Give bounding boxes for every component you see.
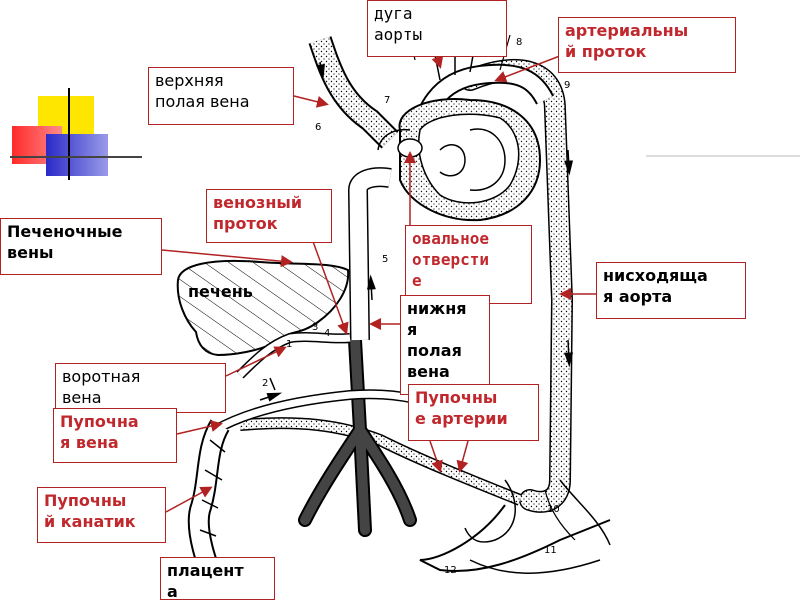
number-8: 8: [516, 37, 522, 48]
label-text: вена: [62, 388, 102, 407]
label-text: дуга: [374, 4, 413, 23]
label-text: Пупочна: [60, 412, 139, 431]
decor-right-line: [646, 155, 800, 157]
structure-numbers: 1 2 3 4 5 6 7 8 9 10 11 12: [262, 37, 570, 576]
label-text: артериальны: [565, 21, 689, 40]
label-text: е: [412, 271, 422, 290]
label-pointers: [161, 53, 596, 513]
label-ductus-venosus: венозный проток: [206, 189, 332, 243]
number-3: 3: [312, 322, 318, 333]
label-portal-vein: воротная вена: [55, 363, 226, 413]
number-2: 2: [262, 378, 268, 389]
number-9: 9: [564, 80, 570, 91]
label-placenta: плацент а: [160, 557, 275, 600]
label-text: Пупочны: [415, 388, 498, 407]
decor-vertical-line: [68, 88, 70, 180]
label-text: я аорта: [603, 287, 673, 306]
number-1: 1: [286, 339, 292, 350]
number-10: 10: [547, 504, 560, 515]
label-text: я вена: [60, 433, 119, 452]
number-7: 7: [384, 95, 390, 106]
label-text: отверсти: [412, 250, 490, 269]
label-text: й канатик: [44, 512, 136, 531]
decor-horizontal-line: [10, 156, 142, 158]
label-text: аорты: [374, 25, 423, 44]
label-umbilical-cord: Пупочны й канатик: [37, 487, 166, 543]
label-text: е артерии: [415, 409, 508, 428]
label-text: овальное: [412, 229, 490, 248]
label-text: а: [167, 582, 178, 600]
number-6: 6: [315, 122, 321, 133]
label-text: я: [407, 320, 418, 339]
label-text: Пупочны: [44, 491, 127, 510]
heart: [377, 98, 542, 222]
number-4: 4: [324, 328, 330, 339]
decor-blue-square: [46, 134, 108, 176]
label-foramen-ovale: овальное отверсти е: [405, 225, 532, 304]
label-hepatic-veins: Печеночные вены: [0, 218, 162, 275]
flow-arrows: [259, 61, 574, 402]
label-text: Печеночные: [7, 222, 123, 241]
number-12: 12: [444, 565, 457, 576]
umbilical-artery: [419, 504, 611, 572]
label-text: плацент: [167, 561, 244, 580]
label-text: вены: [7, 243, 54, 262]
label-descending-aorta: нисходяща я аорта: [596, 262, 746, 319]
liver-label: печень: [188, 282, 253, 301]
label-text: вена: [407, 362, 450, 381]
label-text: й проток: [565, 42, 647, 61]
label-text: нижня: [407, 299, 467, 318]
number-5: 5: [382, 254, 388, 265]
label-umbilical-vein: Пупочна я вена: [53, 408, 177, 463]
label-text: воротная: [62, 367, 141, 386]
label-text: полая: [407, 341, 462, 360]
label-aortic-arch: дуга аорты: [367, 0, 507, 57]
label-text: нисходяща: [603, 266, 708, 285]
label-text: полая вена: [155, 92, 250, 111]
label-ductus-arteriosus: артериальны й проток: [558, 17, 736, 73]
label-text: верхняя: [155, 71, 224, 90]
number-11: 11: [544, 545, 557, 556]
label-text: венозный: [213, 193, 303, 212]
label-superior-vena-cava: верхняя полая вена: [148, 67, 294, 125]
label-text: проток: [213, 214, 278, 233]
label-inferior-vena-cava: нижня я полая вена: [400, 295, 490, 395]
label-umbilical-arteries: Пупочны е артерии: [408, 384, 539, 441]
